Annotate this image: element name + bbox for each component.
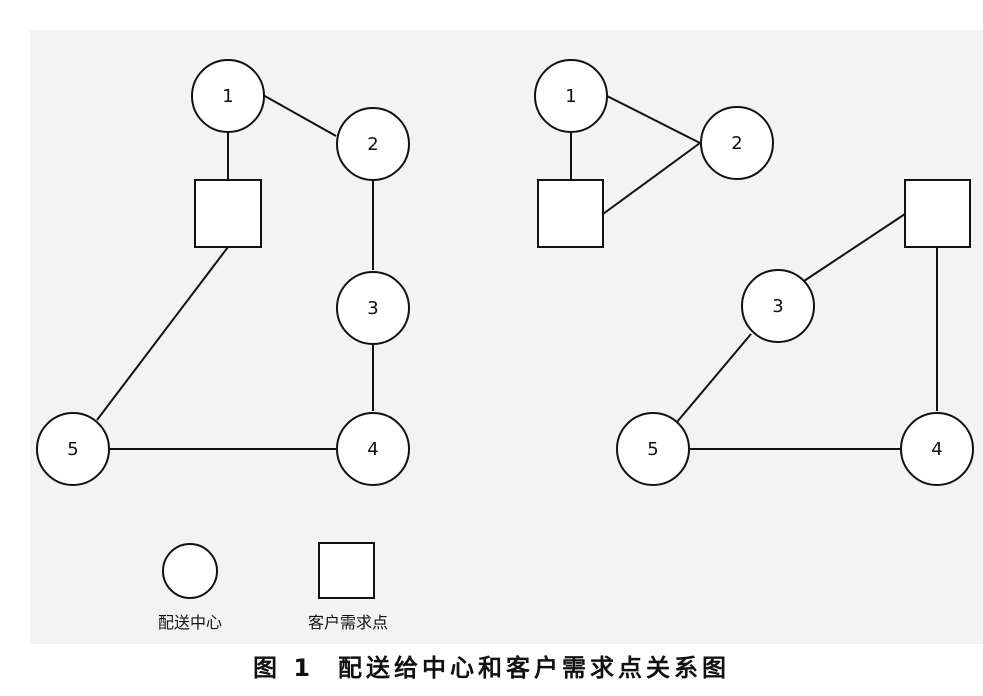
edge-right-squareA-2 xyxy=(602,142,701,215)
right-node-3: 3 xyxy=(741,269,815,343)
right-graph: 1 2 3 4 5 xyxy=(534,59,974,486)
legend-circle-label: 配送中心 xyxy=(158,613,222,632)
left-node-4: 4 xyxy=(336,412,410,486)
left-node-3-label: 3 xyxy=(367,298,378,319)
right-node-1: 1 xyxy=(534,59,608,133)
legend-square-label: 客户需求点 xyxy=(308,613,388,632)
right-node-5-label: 5 xyxy=(647,439,658,460)
right-node-4-label: 4 xyxy=(931,439,942,460)
left-node-1: 1 xyxy=(191,59,265,133)
right-customer-point-a xyxy=(537,179,604,248)
left-node-1-label: 1 xyxy=(222,86,233,107)
edge-right-1-2 xyxy=(604,94,701,144)
legend: 配送中心 客户需求点 xyxy=(158,542,388,632)
left-node-2-label: 2 xyxy=(367,134,378,155)
figure-caption: 图 1 配送给中心和客户需求点关系图 xyxy=(0,648,983,688)
right-node-4: 4 xyxy=(900,412,974,486)
right-node-5: 5 xyxy=(616,412,690,486)
edge-left-square-5 xyxy=(96,246,229,421)
edge-left-1-2 xyxy=(262,94,337,137)
left-node-2: 2 xyxy=(336,107,410,181)
edge-right-3-5 xyxy=(676,333,752,423)
left-node-4-label: 4 xyxy=(367,439,378,460)
figure-title: 配送给中心和客户需求点关系图 xyxy=(338,654,731,682)
edge-right-squareB-3 xyxy=(803,213,906,282)
left-customer-point xyxy=(194,179,262,248)
right-node-1-label: 1 xyxy=(565,86,576,107)
left-node-3: 3 xyxy=(336,271,410,345)
left-node-5: 5 xyxy=(36,412,110,486)
left-graph: 1 2 3 4 5 xyxy=(36,59,410,486)
right-node-3-label: 3 xyxy=(772,296,783,317)
figure-panel xyxy=(30,30,983,644)
right-customer-point-b xyxy=(904,179,971,248)
legend-square-icon xyxy=(318,542,375,599)
right-node-2: 2 xyxy=(700,106,774,180)
right-node-2-label: 2 xyxy=(731,133,742,154)
figure-number: 图 1 xyxy=(252,654,315,682)
legend-circle-icon xyxy=(162,543,218,599)
left-node-5-label: 5 xyxy=(67,439,78,460)
